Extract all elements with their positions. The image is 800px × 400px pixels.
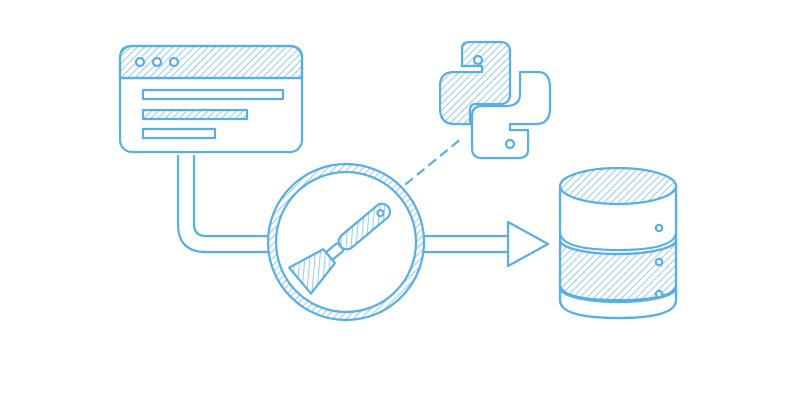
- browser-window-icon: [118, 44, 304, 154]
- database-top: [558, 166, 678, 206]
- database-indicator-icon: [654, 257, 664, 267]
- scraper-to-python-dashed-link: [404, 136, 464, 186]
- database-indicator-icon: [654, 289, 664, 299]
- python-eye: [472, 54, 484, 66]
- content-line: [141, 127, 217, 140]
- content-line: [141, 88, 285, 101]
- database-indicator-icon: [654, 223, 664, 233]
- window-dot-icon: [151, 56, 163, 68]
- spatula-blade: [288, 248, 337, 295]
- browser-to-scraper-connector: [176, 154, 270, 254]
- window-dot-icon: [168, 56, 180, 68]
- python-eye: [504, 138, 516, 150]
- scraper-to-database-arrow: [423, 220, 550, 268]
- python-logo-icon: [438, 40, 552, 160]
- content-line: [141, 108, 249, 121]
- scraper-spatula-icon: [266, 162, 426, 322]
- spatula-hole: [376, 208, 385, 218]
- python-lower-snake: [470, 70, 552, 160]
- window-dot-icon: [134, 56, 146, 68]
- arrow-head: [506, 220, 550, 268]
- database-cylinder-icon: [558, 166, 678, 320]
- python-upper-snake: [438, 40, 512, 126]
